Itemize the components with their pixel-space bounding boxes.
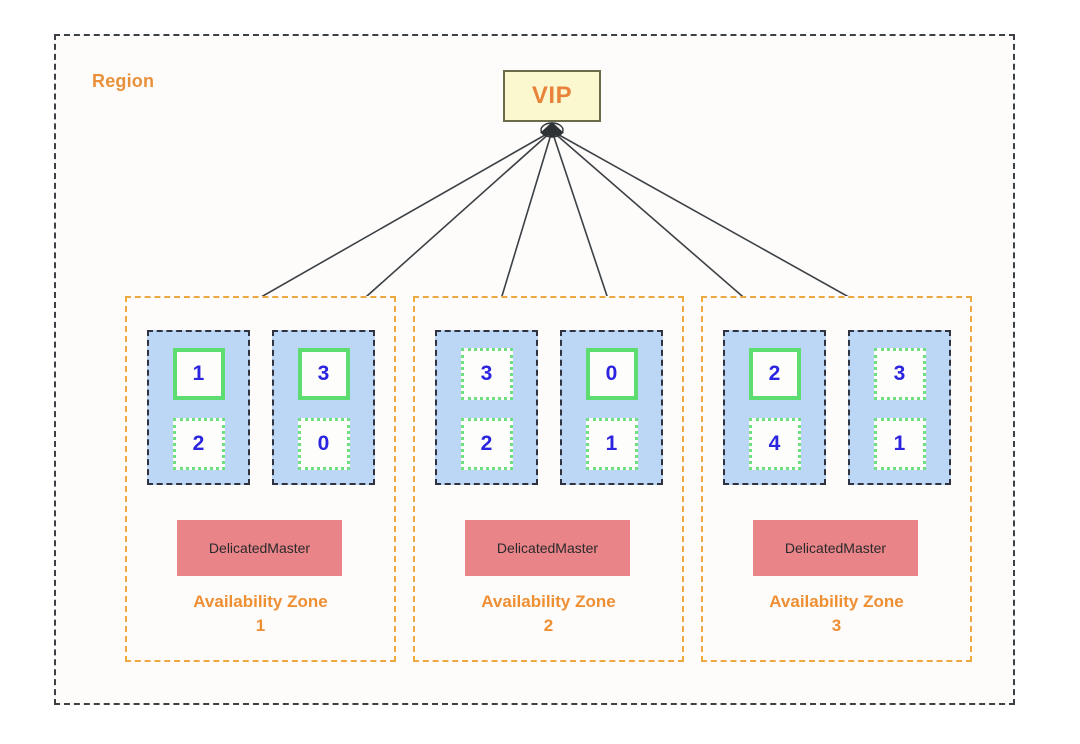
- az1-node2-shard-primary[interactable]: 3: [297, 348, 350, 400]
- az2-node2-shard-replica[interactable]: 1: [585, 418, 638, 470]
- az1-delicated-master[interactable]: DelicatedMaster: [177, 520, 342, 576]
- az3-delicated-master[interactable]: DelicatedMaster: [753, 520, 918, 576]
- az3-node2-shard-replica-bottom[interactable]: 1: [873, 418, 926, 470]
- az1-node1-shard-primary[interactable]: 1: [172, 348, 225, 400]
- az3-data-node-2[interactable]: 3 1: [848, 330, 951, 485]
- availability-zone-2: 3 2 0 1 DelicatedMaster Availability Zon…: [413, 296, 684, 662]
- az3-data-node-1[interactable]: 2 4: [723, 330, 826, 485]
- az2-node2-shard-primary[interactable]: 0: [585, 348, 638, 400]
- region-label: Region: [92, 71, 155, 91]
- az2-node1-shard-replica-top[interactable]: 3: [460, 348, 513, 400]
- az1-data-node-1[interactable]: 1 2: [147, 330, 250, 485]
- az3-label-number: 3: [831, 616, 842, 635]
- availability-zone-1: 1 2 3 0 DelicatedMaster Availability Zon…: [125, 296, 396, 662]
- az1-label-number: 1: [255, 616, 266, 635]
- az3-label: Availability Zone 3: [703, 590, 970, 638]
- az1-node2-shard-replica[interactable]: 0: [297, 418, 350, 470]
- vip-label: VIP: [531, 82, 573, 109]
- az2-label-number: 2: [543, 616, 554, 635]
- az1-node1-shard-replica[interactable]: 2: [172, 418, 225, 470]
- az1-label-name: Availability Zone: [193, 592, 328, 611]
- az3-node1-shard-primary[interactable]: 2: [748, 348, 801, 400]
- az2-label-name: Availability Zone: [481, 592, 616, 611]
- az3-node1-shard-replica[interactable]: 4: [748, 418, 801, 470]
- vip-node[interactable]: VIP: [503, 70, 601, 122]
- az2-delicated-master[interactable]: DelicatedMaster: [465, 520, 630, 576]
- availability-zone-3: 2 4 3 1 DelicatedMaster Availability Zon…: [701, 296, 972, 662]
- az2-node1-shard-replica-bottom[interactable]: 2: [460, 418, 513, 470]
- az1-label: Availability Zone 1: [127, 590, 394, 638]
- az3-node2-shard-replica-top[interactable]: 3: [873, 348, 926, 400]
- az2-data-node-1[interactable]: 3 2: [435, 330, 538, 485]
- az1-data-node-2[interactable]: 3 0: [272, 330, 375, 485]
- az2-label: Availability Zone 2: [415, 590, 682, 638]
- az2-data-node-2[interactable]: 0 1: [560, 330, 663, 485]
- az3-label-name: Availability Zone: [769, 592, 904, 611]
